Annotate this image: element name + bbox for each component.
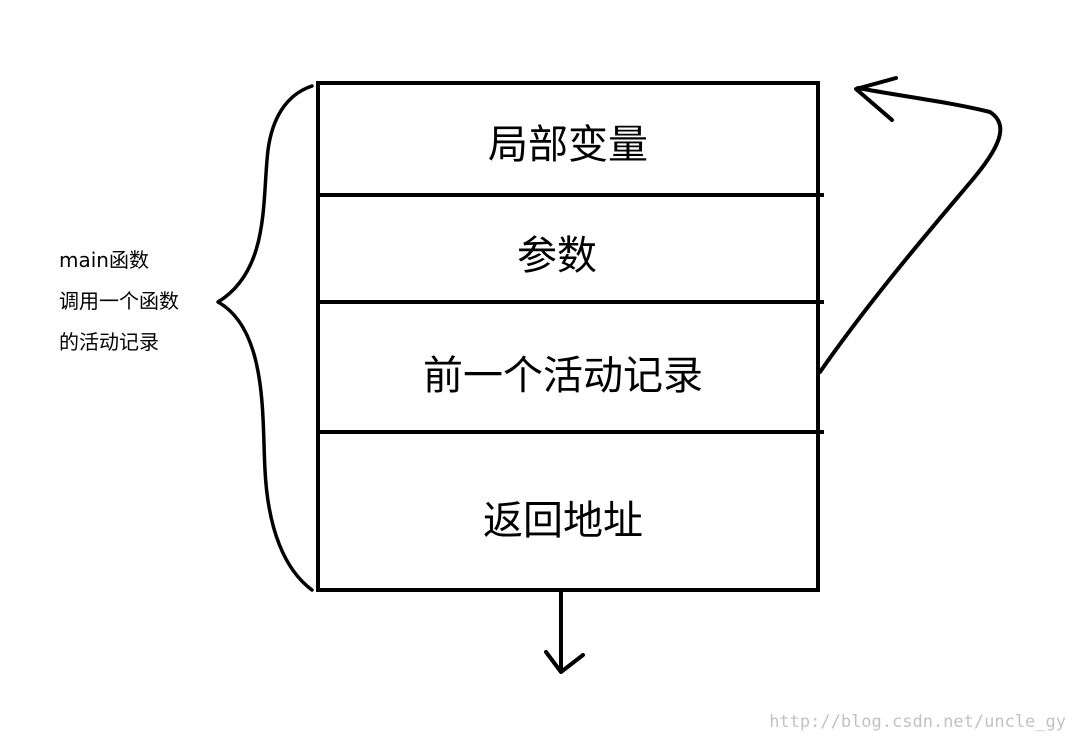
stack-frame-box bbox=[316, 81, 820, 592]
back-link-arrowhead bbox=[854, 76, 898, 122]
cell-label-return-address: 返回地址 bbox=[483, 498, 643, 544]
brace-caption-line-3: 的活动记录 bbox=[59, 330, 159, 354]
cell-label-local-variables: 局部变量 bbox=[488, 122, 648, 168]
down-arrow-head bbox=[544, 650, 585, 674]
brace-caption-line-2: 调用一个函数 bbox=[59, 289, 179, 313]
watermark-text: http://blog.csdn.net/uncle_gy bbox=[769, 712, 1066, 732]
cell-label-previous-record: 前一个活动记录 bbox=[423, 353, 703, 399]
curly-brace bbox=[216, 84, 314, 592]
cell-label-parameters: 参数 bbox=[517, 233, 597, 279]
back-link-arrow bbox=[818, 86, 1003, 374]
brace-caption-line-1: main函数 bbox=[59, 248, 149, 272]
